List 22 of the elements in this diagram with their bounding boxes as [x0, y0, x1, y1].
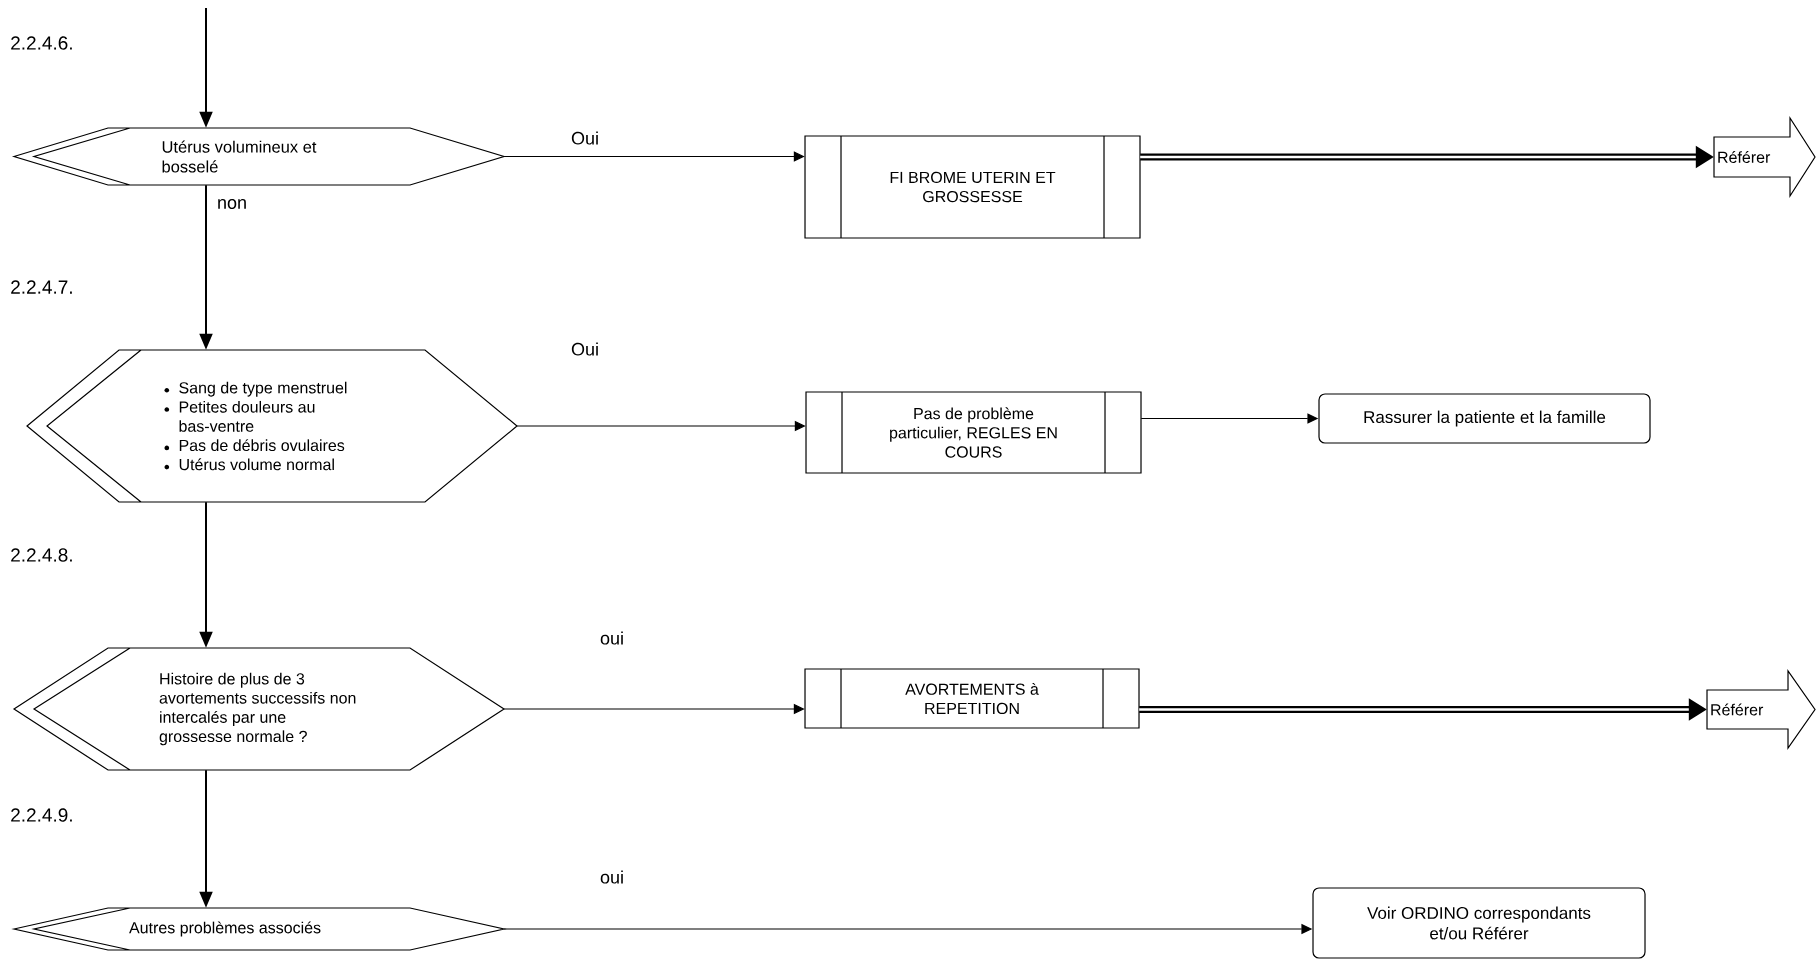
edge-label: oui: [599, 869, 625, 885]
section-number: 2.2.4.9.: [11, 808, 72, 822]
process-box: AVORTEMENTS à REPETITION: [804, 668, 1140, 729]
edge-label: Oui: [570, 341, 600, 357]
process-box: Pas de problème particulier, REGLES EN COURS: [805, 391, 1142, 474]
edge-label: oui: [599, 630, 625, 646]
rounded-box: Rassurer la patiente et la famille: [1318, 393, 1651, 444]
section-number: 2.2.4.6.: [11, 36, 72, 50]
rounded-box: Voir ORDINO correspondants et/ou Référer: [1312, 887, 1646, 959]
node-label: Sang de type menstruel: [179, 381, 347, 397]
node-label: Petites douleurs au bas-ventre: [179, 400, 315, 432]
edge-label: non: [216, 198, 249, 210]
decision-hexagon: Autres problèmes associés: [13, 907, 507, 951]
decision-hexagon: Sang de type menstruel Petites douleurs au bas-ventre Pas de débris ovulaires Utérus volume normal: [26, 349, 518, 503]
section-number: 2.2.4.8.: [11, 548, 72, 562]
node-label: Pas de débris ovulaires: [179, 439, 345, 452]
decision-hexagon: Utérus volumineux et bosselé: [13, 127, 507, 186]
edge-label: Oui: [570, 130, 600, 146]
section-number: 2.2.4.7.: [11, 280, 72, 294]
process-box: FI BROME UTERIN ET GROSSESSE: [804, 135, 1141, 239]
decision-hexagon: Histoire de plus de 3 avortements successifs non intercalés par une grossesse normale ?: [13, 647, 506, 771]
node-label: Utérus volume normal: [179, 458, 334, 471]
